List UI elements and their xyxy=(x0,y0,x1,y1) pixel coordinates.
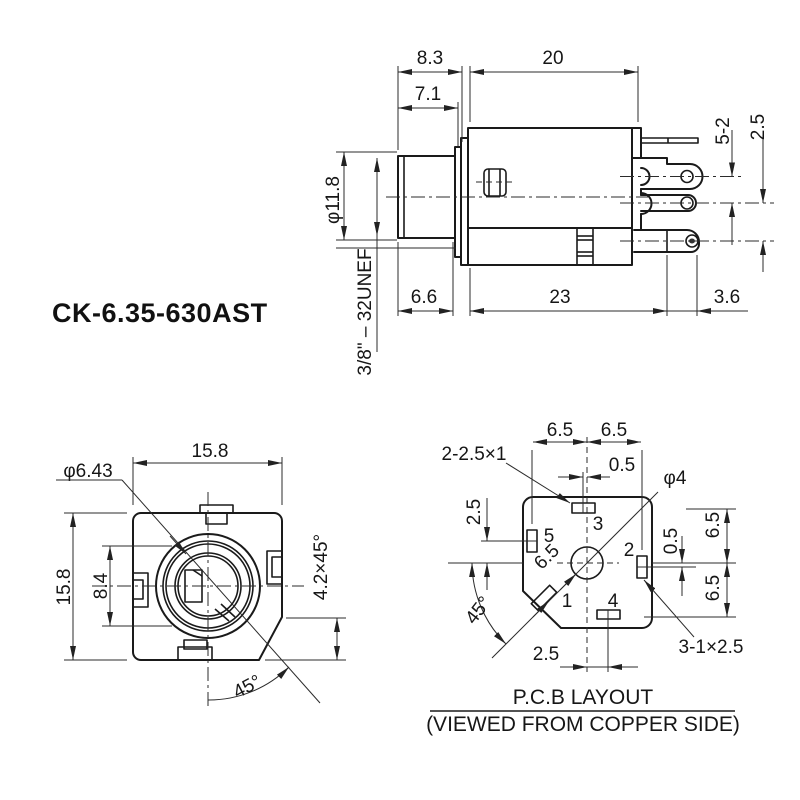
dim-chamfer: 4.2×45° xyxy=(311,534,332,600)
dim-thread-offset: 8.3 xyxy=(417,48,443,69)
lug3-outline xyxy=(633,229,700,253)
dim-body-width: 20 xyxy=(542,48,563,69)
solder-lug-1 xyxy=(640,157,704,190)
dim-pin-span: 5-2 xyxy=(713,117,734,144)
pin-1-label: 1 xyxy=(562,591,573,612)
side-view-geometry xyxy=(386,127,774,266)
side-view-drawing: 8.3 20 7.1 5-2 2.5 φ11.8 3/8" – 32UNEF xyxy=(323,48,774,376)
pin-3-label: 3 xyxy=(593,514,604,535)
pcb-caption-title: P.C.B LAYOUT xyxy=(513,686,654,709)
dim-center-hole: φ4 xyxy=(664,468,687,489)
tab-left-inner xyxy=(132,579,144,600)
pin-5-label: 5 xyxy=(544,526,555,547)
tab-bottom-inner xyxy=(183,639,208,650)
pcb-caption: P.C.B LAYOUT (VIEWED FROM COPPER SIDE) xyxy=(426,686,740,736)
dim-diagonal-pitch: 6.5 xyxy=(530,540,564,574)
pcb-geometry: 3 5 2 4 1 xyxy=(522,437,653,672)
front-body-outline xyxy=(132,512,283,661)
dim-pad4-offset: 2.5 xyxy=(533,644,559,665)
slot-note-bottom: 3-1×2.5 xyxy=(679,637,744,658)
dim-thread-length: 7.1 xyxy=(415,84,441,105)
dim-bushing-diameter: φ11.8 xyxy=(323,176,344,224)
end-cap-outline xyxy=(631,127,642,159)
pcb-caption-subtitle: (VIEWED FROM COPPER SIDE) xyxy=(426,713,740,736)
dim-hole-diameter: φ6.43 xyxy=(63,461,112,482)
pcb-layout-drawing: 3 5 2 4 1 6.5 6.5 0.5 φ4 xyxy=(426,420,743,736)
tab-top-inner xyxy=(205,512,228,525)
solder-lug-2 xyxy=(640,188,697,215)
mount-clip-detail xyxy=(576,228,594,265)
front-view-geometry xyxy=(92,492,304,710)
tab-top-outer xyxy=(199,504,234,514)
solder-lug-3 xyxy=(633,213,700,253)
tab-left-outer xyxy=(132,572,149,608)
pcb-outline xyxy=(522,496,653,629)
washer-outline xyxy=(460,137,469,266)
pcb-dimensions: 6.5 6.5 0.5 φ4 6.5 2.5 45° xyxy=(442,420,744,672)
dim-pin-pitch: 2.5 xyxy=(748,114,769,140)
thread-spec-callout: 3/8" – 32UNEF xyxy=(355,248,376,375)
tab-right-outer xyxy=(266,550,283,585)
side-view-dimensions: 8.3 20 7.1 5-2 2.5 φ11.8 3/8" – 32UNEF xyxy=(323,48,769,376)
locating-tabs xyxy=(132,504,283,661)
dim-right-bottom-span: 6.5 xyxy=(703,575,724,601)
dim-pad2-offset: 0.5 xyxy=(661,528,682,554)
lug1-outline xyxy=(640,157,704,190)
dim-chamfer-angle: 45° xyxy=(230,671,265,703)
tab-right-inner xyxy=(271,556,283,578)
top-pin-outline xyxy=(640,137,699,144)
slot-note-top: 2-2.5×1 xyxy=(442,444,507,465)
inner-contact-chamfer xyxy=(192,569,203,577)
dim-left-span: 6.5 xyxy=(547,420,573,441)
part-number-title: CK-6.35-630AST xyxy=(52,298,268,328)
dim-ring-diameter: 8.4 xyxy=(91,572,112,599)
pin-4-label: 4 xyxy=(608,591,619,612)
pad-1-slot xyxy=(530,584,558,612)
pin-2-label: 2 xyxy=(624,540,635,561)
dim-lug-offset: 3.6 xyxy=(714,287,740,308)
dim-front-height: 15.8 xyxy=(54,569,75,606)
contact-detail xyxy=(476,168,514,197)
dim-front-width: 15.8 xyxy=(192,441,229,462)
front-view-dimensions: 15.8 φ6.43 15.8 8.4 4.2×45° 45° xyxy=(54,441,346,704)
front-view-drawing: 15.8 φ6.43 15.8 8.4 4.2×45° 45° xyxy=(54,441,346,710)
dim-right-top-span: 6.5 xyxy=(703,512,724,538)
hole-notch-a xyxy=(220,603,236,618)
top-pin xyxy=(640,137,699,144)
hole-notch-b xyxy=(214,608,230,622)
lug3-hole-center xyxy=(689,238,695,244)
tab-bottom-outer xyxy=(177,646,213,661)
dim-pcb-angle: 45° xyxy=(462,593,496,629)
dim-right-span: 6.5 xyxy=(601,420,627,441)
dim-pad5-offset: 2.5 xyxy=(464,499,485,525)
dim-body-length: 23 xyxy=(549,287,570,308)
dim-thread-width: 6.6 xyxy=(411,287,437,308)
dim-pad3-offset: 0.5 xyxy=(609,455,635,476)
